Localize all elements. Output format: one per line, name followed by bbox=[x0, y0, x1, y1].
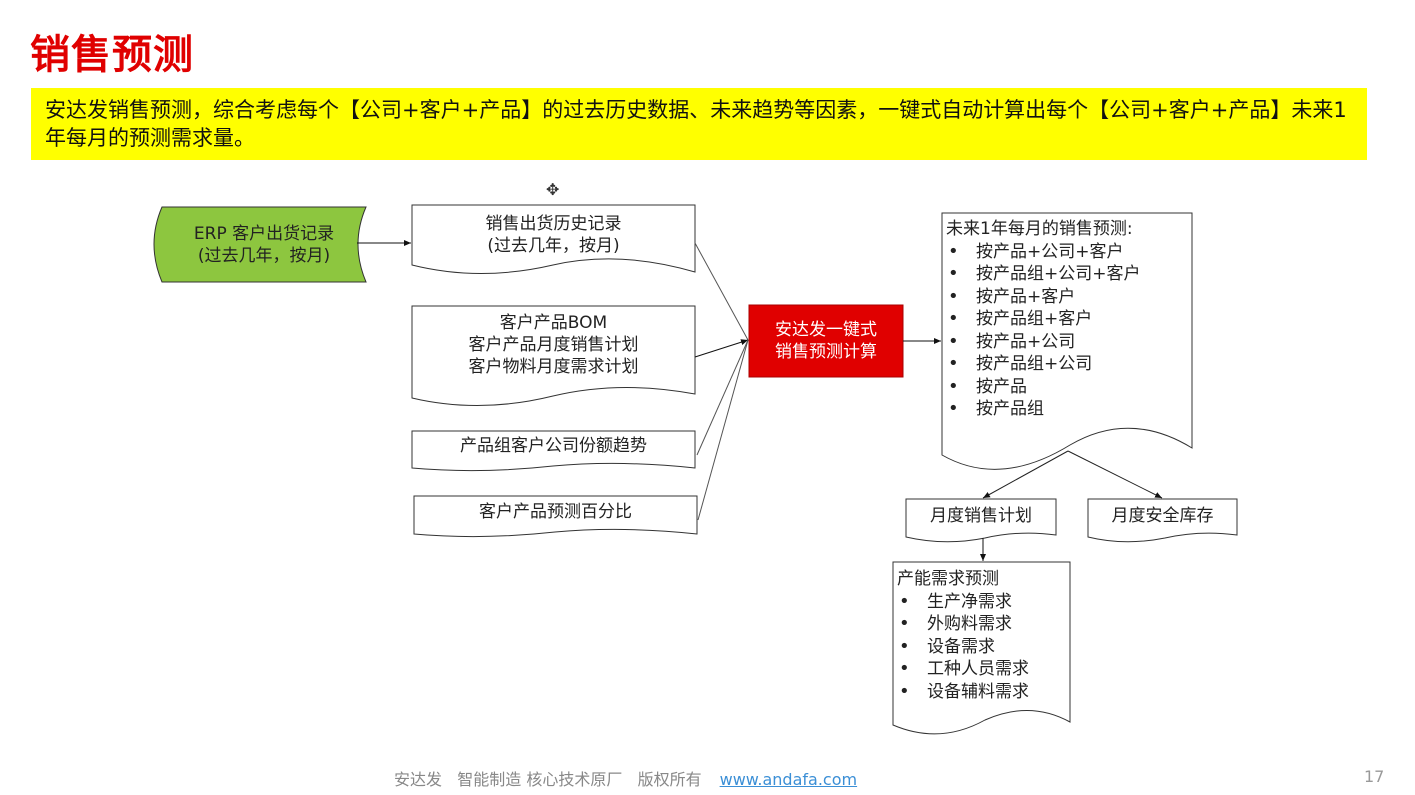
input-3-line1: 产品组客户公司份额趋势 bbox=[460, 436, 647, 456]
footer: 安达发 智能制造 核心技术原厂 版权所有 www.andafa.com bbox=[394, 766, 857, 790]
forecast-output-node: 未来1年每月的销售预测: 按产品+公司+客户 按产品组+公司+客户 按产品+客户… bbox=[946, 218, 1190, 421]
footer-copyright: 安达发 智能制造 核心技术原厂 版权所有 bbox=[394, 770, 702, 789]
capacity-forecast-item: 设备需求 bbox=[897, 636, 1069, 659]
move-cursor-icon: ✥ bbox=[546, 180, 560, 199]
capacity-forecast-node: 产能需求预测 生产净需求 外购料需求 设备需求 工种人员需求 设备辅料需求 bbox=[897, 568, 1069, 703]
forecast-output-item: 按产品组+公司+客户 bbox=[946, 263, 1190, 286]
erp-source-node: ERP 客户出货记录 (过去几年，按月) bbox=[162, 223, 366, 267]
input-1-line2: (过去几年，按月) bbox=[487, 236, 620, 256]
forecast-output-item: 按产品+公司 bbox=[946, 331, 1190, 354]
monthly-safety-stock-node: 月度安全库存 bbox=[1111, 506, 1214, 526]
capacity-forecast-item: 设备辅料需求 bbox=[897, 681, 1069, 704]
capacity-forecast-heading: 产能需求预测 bbox=[897, 569, 999, 589]
page-number: 17 bbox=[1364, 767, 1385, 786]
forecast-output-item: 按产品+客户 bbox=[946, 286, 1190, 309]
input-doc-1-shape bbox=[411, 204, 696, 274]
input-doc-3-shape bbox=[411, 430, 696, 472]
forecast-output-item: 按产品 bbox=[946, 376, 1190, 399]
input-sales-history-node: 销售出货历史记录 (过去几年，按月) bbox=[412, 213, 695, 257]
process-node: 安达发一键式 销售预测计算 bbox=[749, 319, 903, 363]
process-line2: 销售预测计算 bbox=[775, 342, 877, 362]
forecast-output-item: 按产品组+公司 bbox=[946, 353, 1190, 376]
input-1-line1: 销售出货历史记录 bbox=[485, 214, 622, 234]
input-doc-4-shape bbox=[413, 495, 698, 538]
input-2-line1: 客户产品BOM bbox=[499, 313, 608, 333]
input-doc-2-shape bbox=[411, 305, 696, 406]
page-title: 销售预测 bbox=[30, 32, 194, 78]
forecast-output-item: 按产品+公司+客户 bbox=[946, 241, 1190, 264]
footer-website-link[interactable]: www.andafa.com bbox=[719, 770, 858, 789]
capacity-forecast-item: 生产净需求 bbox=[897, 591, 1069, 614]
erp-source-line1: ERP 客户出货记录 bbox=[193, 224, 335, 244]
capacity-forecast-list: 生产净需求 外购料需求 设备需求 工种人员需求 设备辅料需求 bbox=[897, 591, 1069, 704]
safety-stock-doc-shape bbox=[1087, 498, 1238, 543]
input-2-line2: 客户产品月度销售计划 bbox=[468, 335, 639, 355]
sales-plan-doc-shape bbox=[905, 498, 1057, 543]
capacity-forecast-item: 外购料需求 bbox=[897, 613, 1069, 636]
forecast-output-item: 按产品组+客户 bbox=[946, 308, 1190, 331]
process-line1: 安达发一键式 bbox=[775, 320, 877, 340]
monthly-sales-plan-node: 月度销售计划 bbox=[930, 506, 1032, 526]
forecast-output-heading: 未来1年每月的销售预测: bbox=[946, 219, 1133, 239]
erp-source-shape bbox=[153, 206, 367, 283]
summary-banner: 安达发销售预测，综合考虑每个【公司+客户+产品】的过去历史数据、未来趋势等因素，… bbox=[31, 88, 1367, 160]
erp-source-line2: (过去几年，按月) bbox=[197, 246, 331, 266]
forecast-output-list: 按产品+公司+客户 按产品组+公司+客户 按产品+客户 按产品组+客户 按产品+… bbox=[946, 241, 1190, 421]
input-customer-bom-node: 客户产品BOM 客户产品月度销售计划 客户物料月度需求计划 bbox=[412, 312, 695, 378]
input-2-line3: 客户物料月度需求计划 bbox=[468, 357, 639, 377]
input-4-line1: 客户产品预测百分比 bbox=[479, 502, 632, 522]
capacity-forecast-item: 工种人员需求 bbox=[897, 658, 1069, 681]
input-forecast-percent-node: 客户产品预测百分比 bbox=[414, 501, 697, 523]
input-share-trend-node: 产品组客户公司份额趋势 bbox=[412, 435, 695, 457]
forecast-output-item: 按产品组 bbox=[946, 398, 1190, 421]
